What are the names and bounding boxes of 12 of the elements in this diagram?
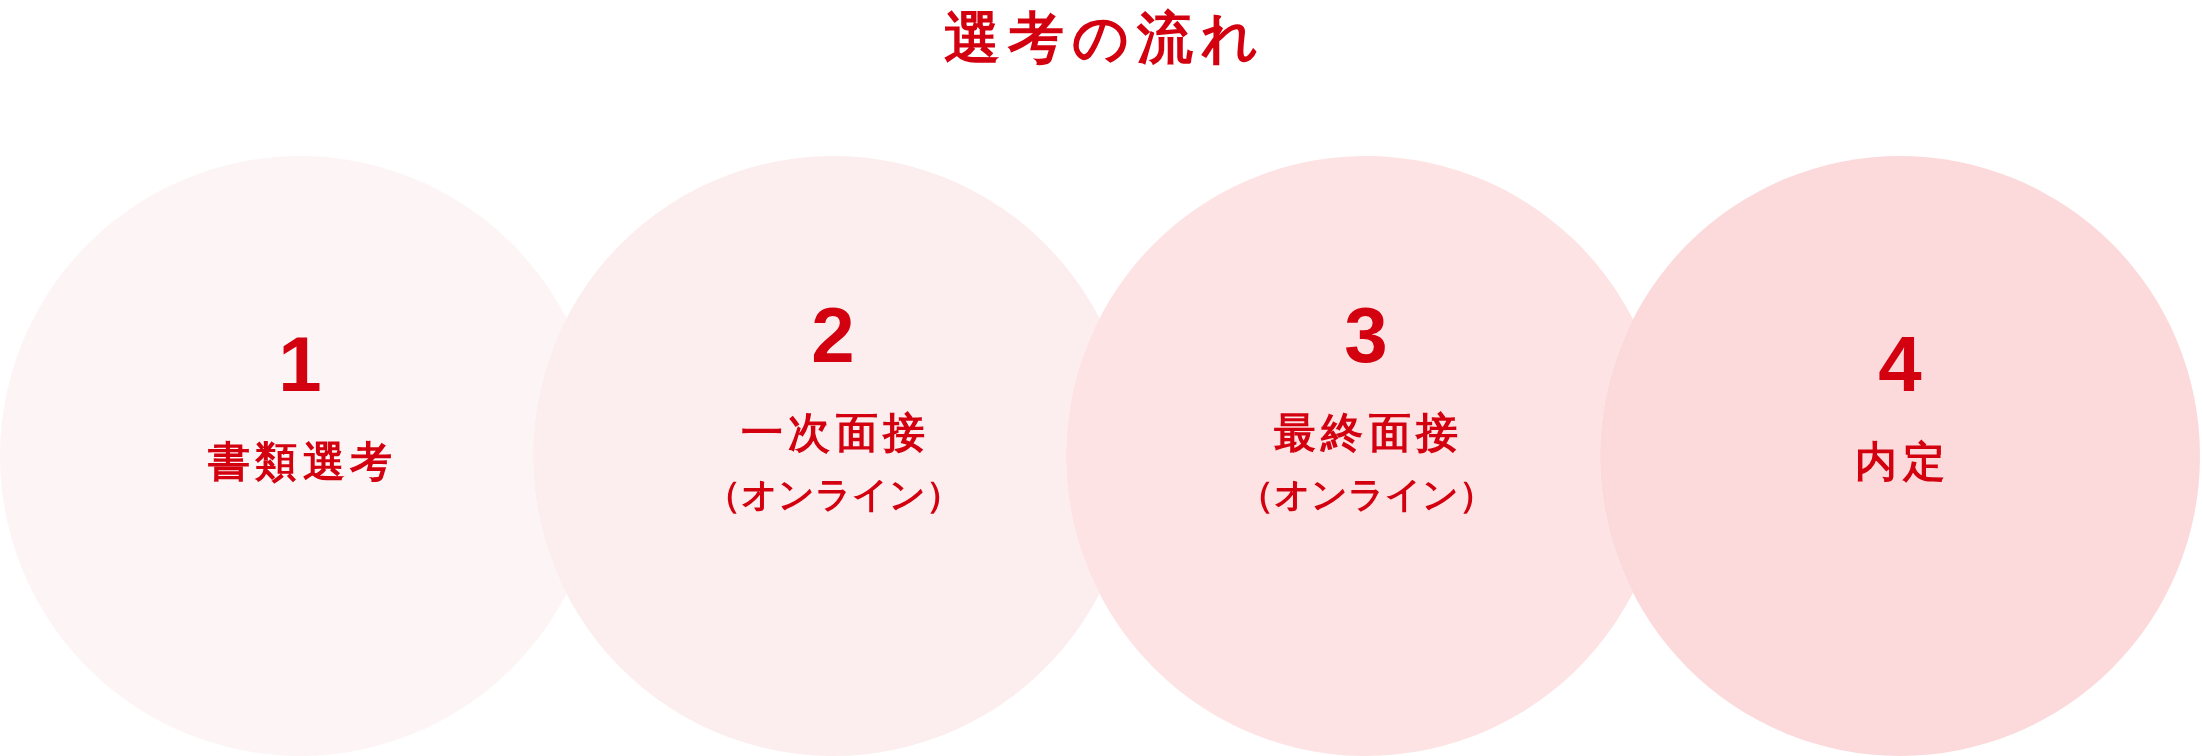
step-number: 2 [811,296,855,375]
step-circle [1600,156,2200,756]
step-note: （オンライン） [1237,472,1495,516]
step-label: 最終面接 [1273,408,1463,459]
step-number: 4 [1878,324,1922,403]
step-label: 一次面接 [740,408,930,459]
step-label: 書類選考 [207,436,397,488]
step-note: （オンライン） [704,472,962,516]
step-label: 内定 [1854,436,1950,488]
step-number: 3 [1344,296,1388,375]
step-number: 1 [278,324,322,403]
diagram-title: 選考の流れ [943,6,1266,71]
